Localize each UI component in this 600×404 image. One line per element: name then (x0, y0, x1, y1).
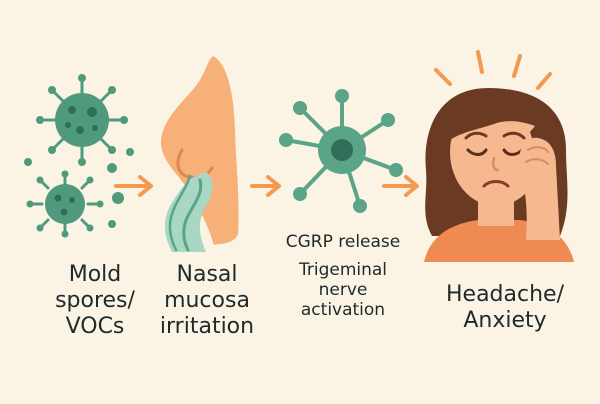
label-line: Headache/ (446, 282, 564, 307)
label-nasal-irritation: Nasal mucosa irritation (152, 262, 262, 340)
mold-spore-icon (24, 74, 134, 238)
label-line: spores/ (55, 287, 135, 313)
label-line: mucosa (164, 287, 250, 313)
arrow-right-icon (114, 175, 153, 197)
label-mold-spores: Mold spores/ VOCs (40, 262, 150, 340)
label-line: irritation (159, 313, 255, 339)
label-line: Nasal (176, 262, 238, 287)
label-line: nerve (318, 280, 368, 301)
headache-person-icon (424, 50, 574, 262)
label-cgrp-trigeminal: CGRP release Trigeminal nerve activation (268, 232, 418, 320)
arrow-right-icon (250, 175, 281, 197)
label-headache-anxiety: Headache/ Anxiety (420, 282, 590, 334)
label-line: VOCs (65, 313, 125, 339)
label-line: Mold (68, 262, 122, 287)
label-line: Trigeminal (298, 260, 388, 281)
label-line: CGRP release (285, 232, 401, 252)
label-line: Anxiety (463, 307, 547, 333)
label-line: activation (300, 300, 386, 321)
neuron-icon (279, 89, 403, 213)
arrow-right-icon (382, 175, 419, 197)
nose-icon (160, 56, 239, 252)
